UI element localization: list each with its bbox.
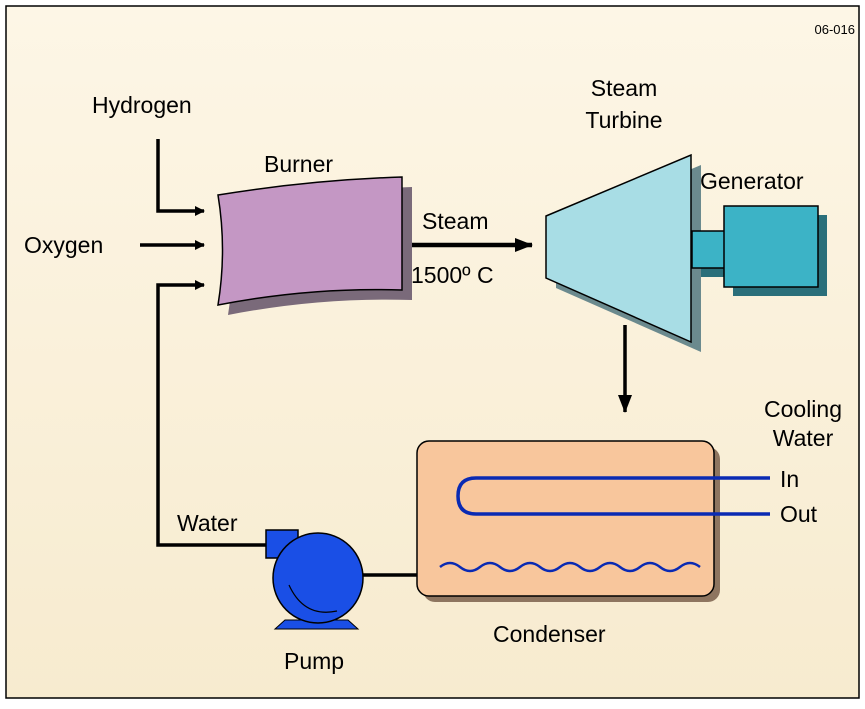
water-return-arrow xyxy=(156,280,270,547)
cooling-out-label: Out xyxy=(780,501,818,527)
burner-shape xyxy=(217,176,403,306)
pump-label: Pump xyxy=(284,648,344,674)
cooling-in-label: In xyxy=(780,466,799,492)
generator-shape xyxy=(691,205,827,296)
oxygen-label: Oxygen xyxy=(24,232,103,258)
steam-label: Steam xyxy=(422,208,488,234)
cooling-water-label-line1: Cooling xyxy=(764,396,842,422)
cooling-water-label-line2: Water xyxy=(773,425,834,451)
hydrogen-flow-arrow xyxy=(156,139,205,216)
condensate-wave xyxy=(439,561,701,573)
burner-label: Burner xyxy=(264,151,333,177)
water-label: Water xyxy=(177,510,238,536)
generator-label: Generator xyxy=(700,168,804,194)
figure-id: 06-016 xyxy=(815,22,855,37)
condenser-shape xyxy=(416,440,715,597)
condenser-label: Condenser xyxy=(493,621,606,647)
steam-turbine-label-line1: Steam xyxy=(591,75,657,101)
temperature-label: 1500º C xyxy=(411,262,494,288)
cooling-coil xyxy=(456,476,770,516)
hydrogen-label: Hydrogen xyxy=(92,92,192,118)
steam-turbine-label-line2: Turbine xyxy=(585,107,662,133)
steam-turbine-shape xyxy=(545,153,692,344)
pump-shape xyxy=(265,529,364,630)
